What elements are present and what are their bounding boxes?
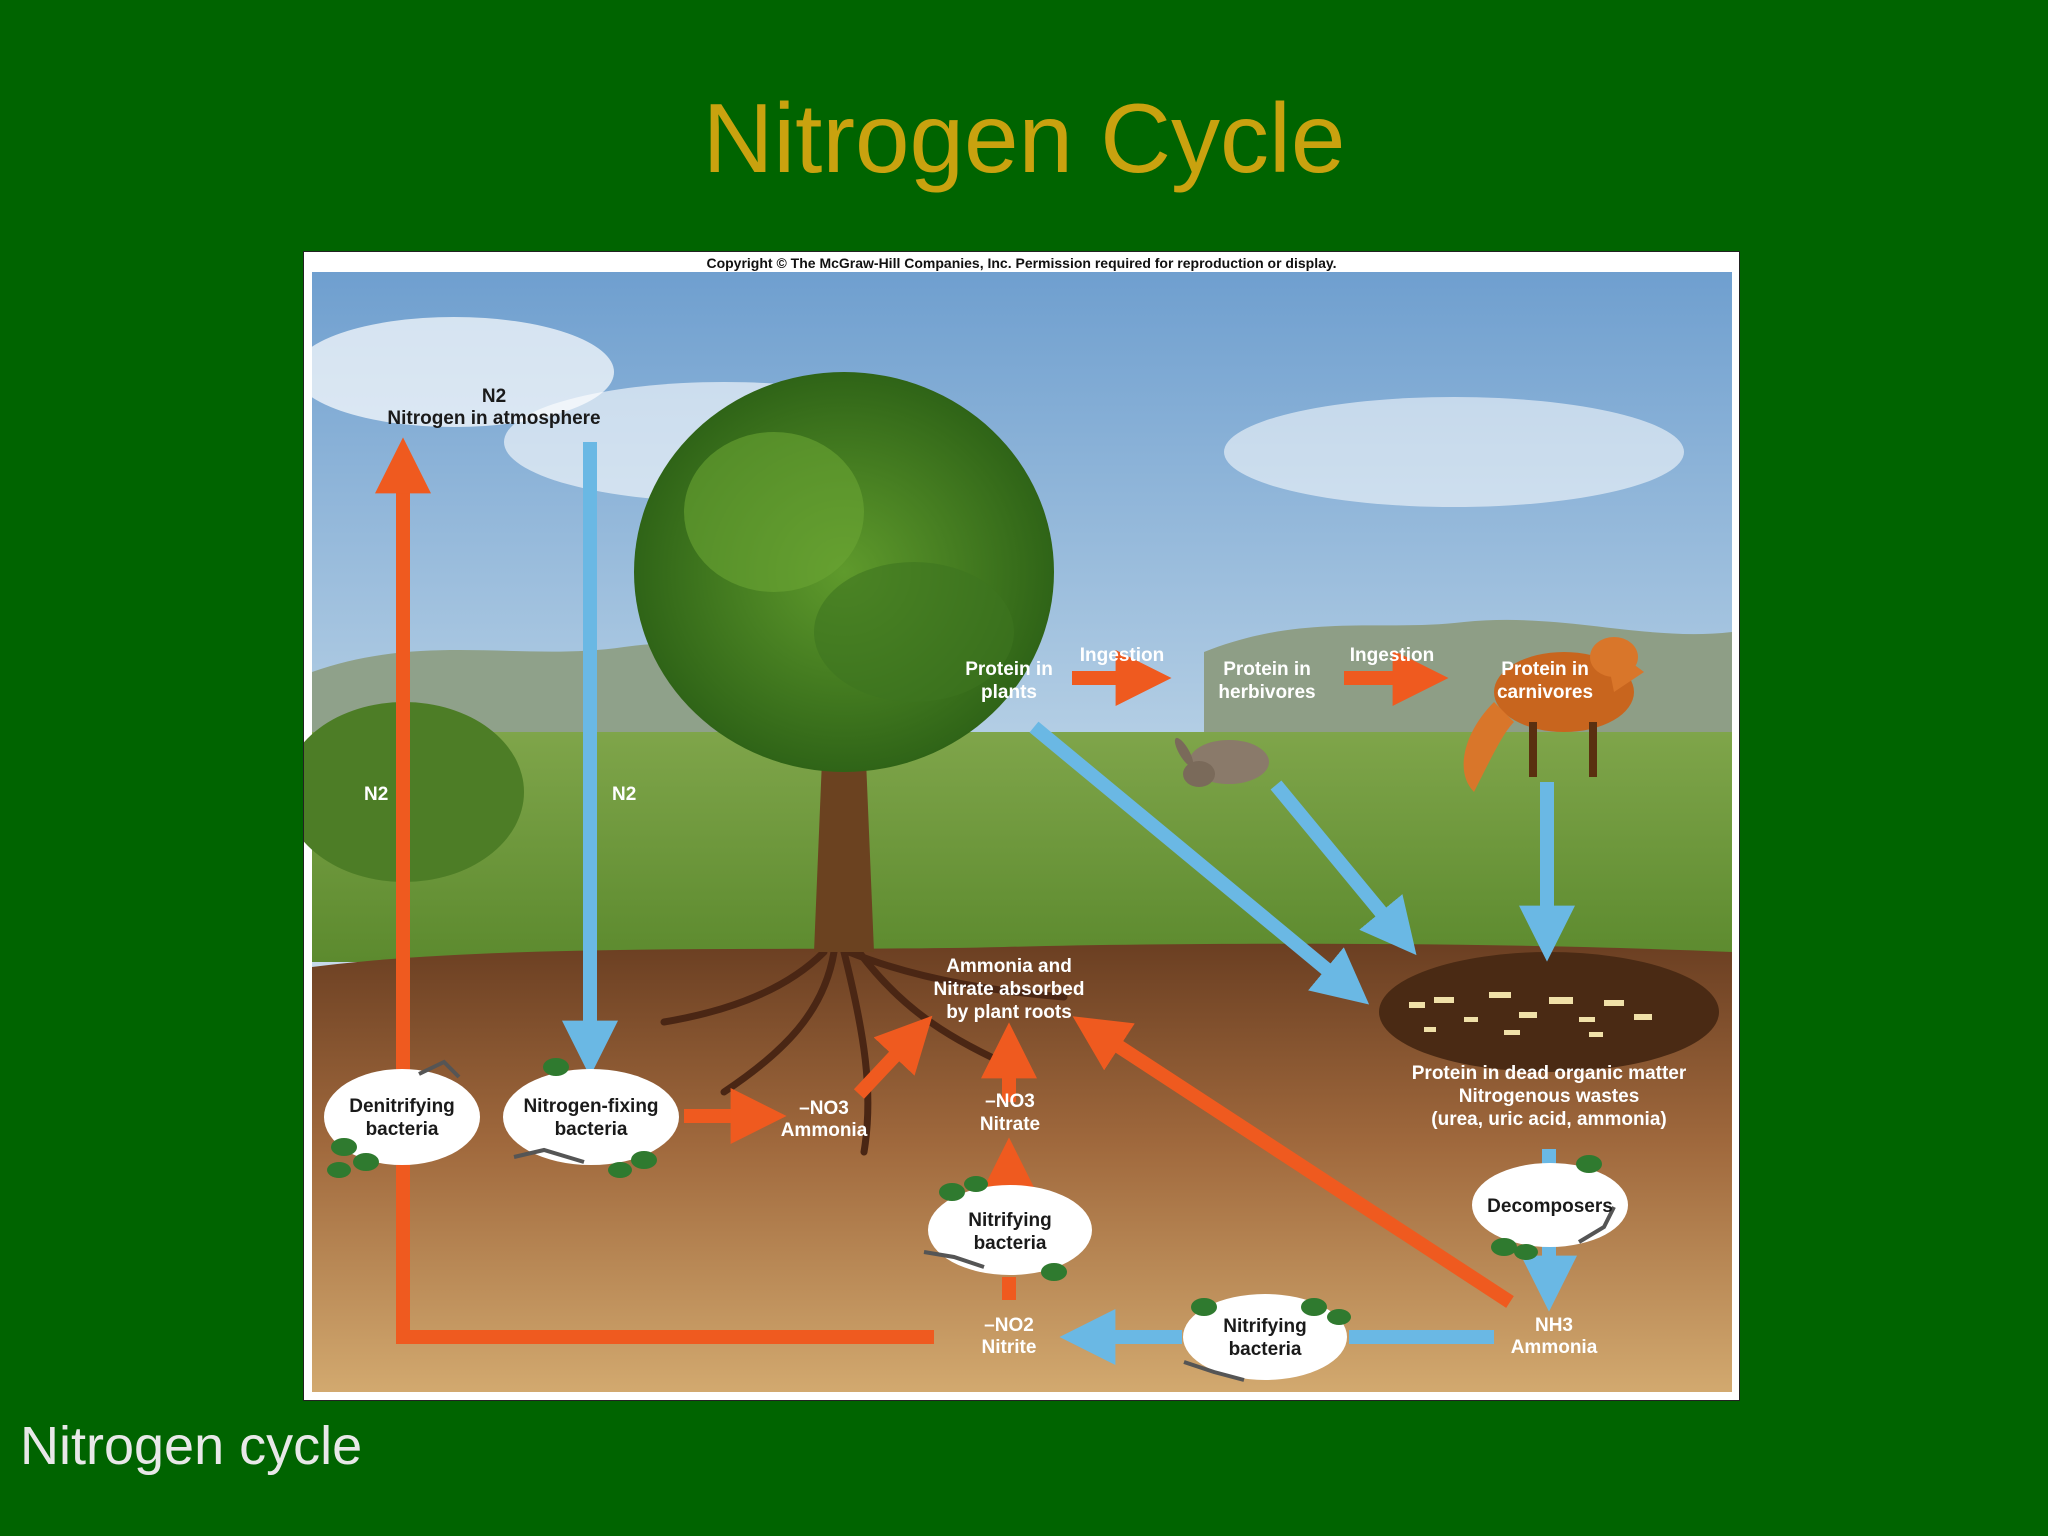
plants-label-1: Protein in (965, 659, 1053, 680)
no2-nitrite-label: Nitrite (982, 1337, 1037, 1358)
absorbed-label-2: Nitrate absorbed (934, 979, 1085, 1000)
atmosphere-label: Nitrogen in atmosphere (387, 408, 600, 429)
decomposers-node: Decomposers (1472, 1155, 1628, 1260)
dead-matter-label-1: Protein in dead organic matter (1412, 1063, 1687, 1084)
nitrifying-upper-label-1: Nitrifying (968, 1210, 1051, 1231)
plants-to-dead-matter-arrow (1029, 721, 1370, 1005)
nitrifying-upper-label-2: bacteria (974, 1233, 1047, 1254)
rabbit-illustration (1174, 737, 1269, 787)
no3-ammonia-formula: –NO3 (799, 1098, 849, 1119)
absorbed-label-3: by plant roots (946, 1002, 1072, 1023)
denitrifying-label-2: bacteria (366, 1119, 439, 1140)
copyright-notice: Copyright © The McGraw-Hill Companies, I… (706, 255, 1337, 271)
plants-label-2: plants (981, 682, 1037, 703)
diagram-canvas: Denitrifying bacteria Nitrogen-fixing ba… (304, 272, 1732, 1392)
nitrifying-bacteria-lower-node: Nitrifying bacteria (1183, 1294, 1351, 1382)
atmosphere-formula: N2 (482, 386, 506, 407)
nitrifying-lower-label-2: bacteria (1229, 1339, 1302, 1360)
n2-right-label: N2 (612, 784, 636, 805)
herbivores-label-1: Protein in (1223, 659, 1311, 680)
denitrifying-label-1: Denitrifying (349, 1096, 455, 1117)
ingestion-label-1: Ingestion (1080, 645, 1164, 666)
absorbed-label-1: Ammonia and (946, 956, 1072, 977)
ammonia-to-roots-arrow (853, 1015, 933, 1099)
carnivores-label-2: carnivores (1497, 682, 1593, 703)
fox-illustration (1463, 637, 1644, 792)
nitrifying-lower-label-1: Nitrifying (1223, 1316, 1306, 1337)
no3-ammonia-label: Ammonia (781, 1120, 868, 1141)
herbivores-label-2: herbivores (1218, 682, 1315, 703)
nitrogen-cycle-figure: Copyright © The McGraw-Hill Companies, I… (303, 251, 1740, 1401)
nitrogen-fixing-bacteria-node: Nitrogen-fixing bacteria (503, 1058, 679, 1178)
decomposers-label: Decomposers (1487, 1196, 1613, 1217)
nh3-ammonia-label: Ammonia (1511, 1337, 1598, 1358)
herbivores-to-dead-matter-arrow (1270, 780, 1417, 956)
dead-matter-label-2: Nitrogenous wastes (1459, 1086, 1640, 1107)
slide-title: Nitrogen Cycle (702, 83, 1346, 193)
ingestion-label-2: Ingestion (1350, 645, 1434, 666)
nh3-ammonia-formula: NH3 (1535, 1315, 1573, 1336)
no3-nitrate-formula: –NO3 (985, 1091, 1035, 1112)
carnivores-label-1: Protein in (1501, 659, 1589, 680)
nitrifying-bacteria-upper-node: Nitrifying bacteria (923, 1176, 1092, 1281)
nitrogen-fixing-label-1: Nitrogen-fixing (523, 1096, 658, 1117)
slide-caption: Nitrogen cycle (20, 1416, 363, 1476)
ammonia-nh3-to-roots-arrow (1072, 1016, 1514, 1308)
dead-matter-label-3: (urea, uric acid, ammonia) (1431, 1109, 1666, 1130)
denitrifying-bacteria-node: Denitrifying bacteria (324, 1059, 480, 1178)
n2-left-label: N2 (364, 784, 388, 805)
nitrogen-fixing-label-2: bacteria (555, 1119, 628, 1140)
no3-nitrate-label: Nitrate (980, 1114, 1040, 1135)
denitrification-arrow (375, 437, 934, 1344)
tree-illustration (634, 372, 1054, 952)
no2-nitrite-formula: –NO2 (984, 1315, 1034, 1336)
